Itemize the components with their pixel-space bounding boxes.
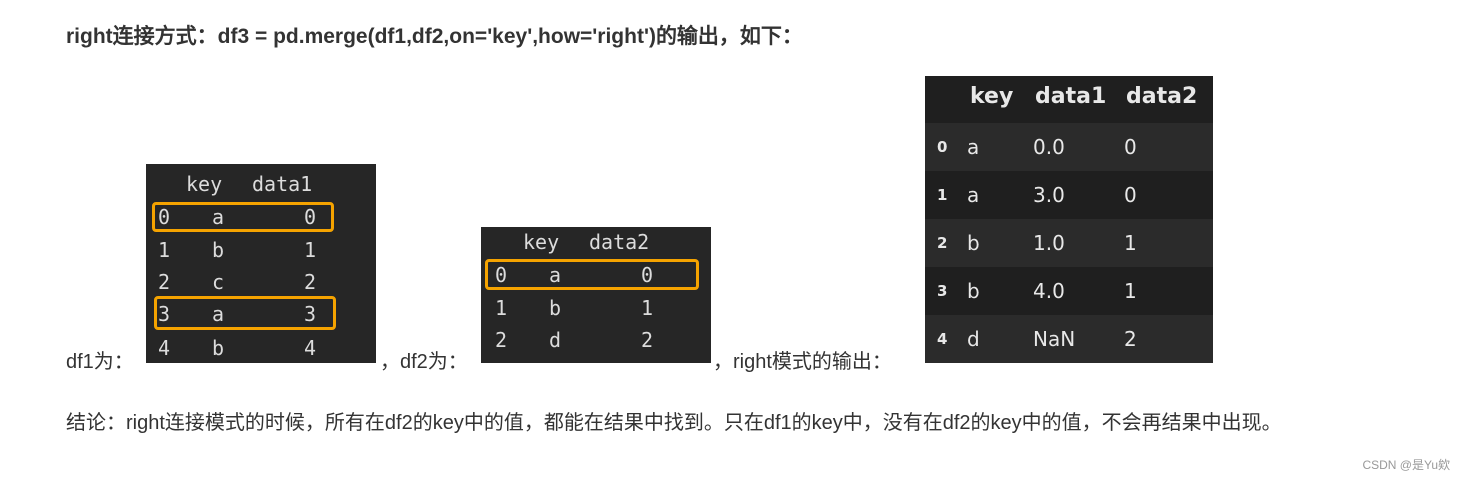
output-row-2: 2 b 1.0 1 [925,219,1213,267]
df1-row3-highlight [154,296,336,330]
df1-row2-data1: 2 [304,270,317,294]
df1-row0-index: 0 [158,205,171,229]
output-row0-data2: 0 [1124,135,1137,159]
output-row3-key: b [967,279,980,303]
df2-row0-highlight [485,259,699,290]
df2-row2-key: d [549,328,562,352]
output-row4-data1: NaN [1033,327,1076,351]
output-table-screenshot: key data1 data2 0 a 0.0 0 1 a 3.0 0 2 b … [925,76,1213,363]
output-row-3: 3 b 4.0 1 [925,267,1213,315]
section-heading: right连接方式：df3 = pd.merge(df1,df2,on='key… [66,25,803,48]
df2-row1-key: b [549,296,562,320]
df1-row4-key: b [212,336,225,360]
output-header-data2: data2 [1126,84,1198,109]
df2-header-data2: data2 [589,230,650,254]
df1-row0-key: a [212,205,225,229]
output-row2-index: 2 [937,234,948,252]
df2-row1-index: 1 [495,296,508,320]
output-header-key: key [970,84,1014,109]
df2-row0-key: a [549,263,562,287]
df2-row0-data2: 0 [641,263,654,287]
df2-row0-index: 0 [495,263,508,287]
output-row4-data2: 2 [1124,327,1137,351]
df1-row3-data1: 3 [304,302,317,326]
output-row2-data2: 1 [1124,231,1137,255]
output-row1-data2: 0 [1124,183,1137,207]
df1-row1-key: b [212,238,225,262]
output-row3-index: 3 [937,282,948,300]
df1-label: df1为： [66,351,134,373]
df1-row4-data1: 4 [304,336,317,360]
output-row3-data1: 4.0 [1033,279,1065,303]
output-row-4: 4 d NaN 2 [925,315,1213,363]
df2-label: ，df2为： [380,351,468,373]
output-row0-index: 0 [937,138,948,156]
output-row-0: 0 a 0.0 0 [925,123,1213,171]
df1-row0-highlight [152,202,334,232]
df2-row1-data2: 1 [641,296,654,320]
df1-row3-key: a [212,302,225,326]
df1-row1-data1: 1 [304,238,317,262]
output-label: ，right模式的输出： [713,351,892,373]
df2-header-key: key [523,230,560,254]
csdn-watermark: CSDN @是Yu欸 [1362,458,1450,472]
output-row1-data1: 3.0 [1033,183,1065,207]
output-row1-index: 1 [937,186,948,204]
df1-row1-index: 1 [158,238,171,262]
df2-table-screenshot: key data2 0 a 0 1 b 1 2 d 2 [481,227,711,363]
output-row2-key: b [967,231,980,255]
output-row4-key: d [967,327,980,351]
df1-row4-index: 4 [158,336,171,360]
conclusion-paragraph: 结论：right连接模式的时候，所有在df2的key中的值，都能在结果中找到。只… [66,412,1282,434]
df1-table-screenshot: key data1 0 a 0 1 b 1 2 c 2 3 a 3 4 b 4 [146,164,376,363]
df2-row2-data2: 2 [641,328,654,352]
output-row3-data2: 1 [1124,279,1137,303]
output-row0-data1: 0.0 [1033,135,1065,159]
df1-row3-index: 3 [158,302,171,326]
output-row4-index: 4 [937,330,948,348]
df2-row2-index: 2 [495,328,508,352]
output-header-data1: data1 [1035,84,1107,109]
output-row-1: 1 a 3.0 0 [925,171,1213,219]
df1-header-key: key [186,172,223,196]
output-row0-key: a [967,135,980,159]
df1-row2-key: c [212,270,225,294]
df1-row2-index: 2 [158,270,171,294]
output-row2-data1: 1.0 [1033,231,1065,255]
output-row1-key: a [967,183,980,207]
df1-header-data1: data1 [252,172,313,196]
output-header-row: key data1 data2 [925,76,1213,124]
df1-row0-data1: 0 [304,205,317,229]
